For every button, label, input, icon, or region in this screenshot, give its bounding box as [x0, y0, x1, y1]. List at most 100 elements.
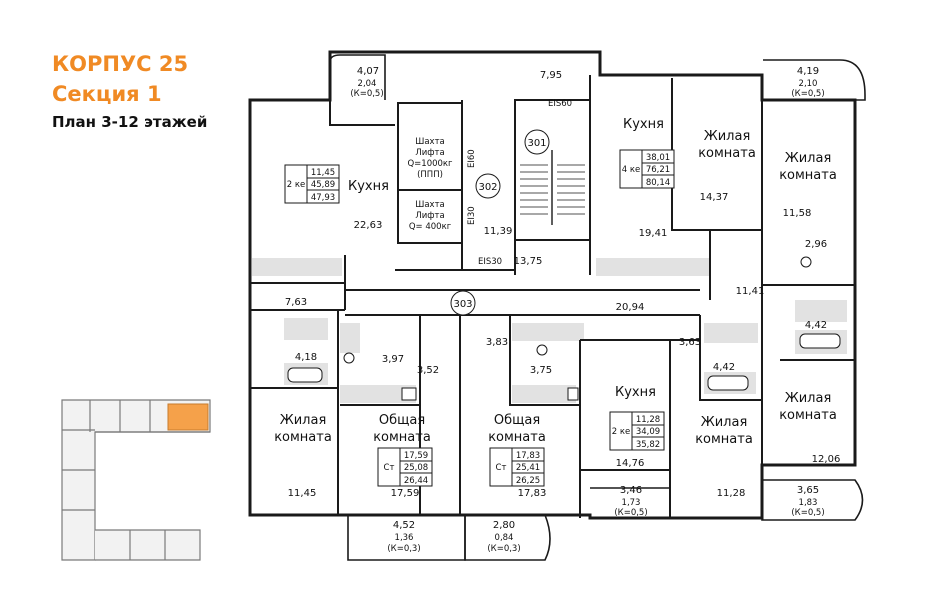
- area-a9: 14,37: [700, 192, 729, 203]
- balconies: [329, 54, 866, 561]
- area-a39: 1,73: [622, 498, 641, 508]
- apt5-type: 2 ке: [612, 427, 630, 437]
- area-a11: 2,96: [805, 239, 827, 250]
- room-living-tr1-l2: комната: [698, 146, 756, 161]
- apartment-boxes: [284, 149, 675, 487]
- apt1-type: 2 ке: [287, 180, 305, 190]
- apt3-full-area: 26,44: [404, 476, 428, 486]
- shaft-1-line4: (ППП): [417, 170, 443, 180]
- room-kitchen-center: Кухня: [623, 117, 664, 132]
- area-a6: 11,39: [484, 226, 513, 237]
- area-a10: 11,58: [783, 208, 812, 219]
- room-kitchen-left: Кухня: [348, 179, 389, 194]
- fire-rating-eis60: EIS60: [548, 99, 572, 109]
- area-a24: 3,63: [679, 337, 701, 348]
- shaft-1-line2: Лифта: [415, 148, 444, 158]
- room-areas: 4,07 2,04 (К=0,5) 7,95 22,63 11,39 13,75…: [285, 66, 840, 554]
- area-a5: 22,63: [354, 220, 383, 231]
- area-a20: 3,97: [382, 354, 404, 365]
- apt5-total-area: 34,09: [636, 427, 660, 437]
- shaft-2-line3: Q= 400кг: [409, 222, 452, 232]
- apt2-type: 4 ке: [622, 165, 640, 175]
- area-a16: 20,94: [616, 302, 645, 313]
- room-living-tr1-l1: Жилая: [704, 129, 751, 144]
- area-a22: 3,83: [486, 337, 508, 348]
- room-common1-l2: комната: [373, 430, 431, 445]
- apt1-full-area: 47,93: [311, 193, 335, 203]
- apt1-living-area: 11,45: [311, 168, 335, 178]
- shaft-2-line2: Лифта: [415, 211, 444, 221]
- area-a38: 3,46: [620, 485, 642, 496]
- tag-302: 302: [478, 182, 497, 193]
- apt4-total-area: 25,41: [516, 463, 540, 473]
- tag-301: 301: [527, 138, 546, 149]
- area-a2: 2,04: [358, 79, 377, 89]
- apt2-full-area: 80,14: [646, 178, 670, 188]
- area-a34: (К=0,3): [387, 544, 420, 554]
- room-common1-l1: Общая: [379, 413, 425, 428]
- room-living-br2-l2: комната: [779, 408, 837, 423]
- floor-plan-title: План 3-12 этажей: [52, 113, 208, 131]
- apt1-total-area: 45,89: [311, 180, 335, 190]
- apt4-living-area: 17,83: [516, 451, 540, 461]
- apt3-total-area: 25,08: [404, 463, 428, 473]
- area-a3: (К=0,5): [350, 89, 383, 99]
- area-a8: 19,41: [639, 228, 668, 239]
- area-a37: (К=0,3): [487, 544, 520, 554]
- apt5-living-area: 11,28: [636, 415, 660, 425]
- room-tags: [450, 129, 550, 316]
- walls: [248, 50, 857, 520]
- area-a28: 17,83: [518, 488, 547, 499]
- area-a35: 2,80: [493, 520, 515, 531]
- area-a33: 1,36: [395, 533, 414, 543]
- area-a14: (К=0,5): [791, 89, 824, 99]
- fire-rating-eis30: EIS30: [478, 257, 502, 267]
- fire-rating-ei30: EI30: [467, 206, 477, 225]
- room-living-br1-l1: Жилая: [701, 415, 748, 430]
- room-living-br1-l2: комната: [695, 432, 753, 447]
- shaft-1-line1: Шахта: [415, 137, 445, 147]
- area-a30: 11,28: [717, 488, 746, 499]
- apt2-living-area: 38,01: [646, 153, 670, 163]
- section-title: Секция 1: [52, 82, 162, 106]
- area-a4: 7,95: [540, 70, 562, 81]
- area-a26: 11,45: [288, 488, 317, 499]
- area-a15: 7,63: [285, 297, 307, 308]
- room-common2-l1: Общая: [494, 413, 540, 428]
- area-a36: 0,84: [495, 533, 514, 543]
- apt2-total-area: 76,21: [646, 165, 670, 175]
- apt4-type: Ст: [496, 463, 507, 473]
- apt3-living-area: 17,59: [404, 451, 428, 461]
- room-living-br2-l1: Жилая: [785, 391, 832, 406]
- bath-fixtures: [287, 256, 841, 401]
- area-a41: 3,65: [797, 485, 819, 496]
- area-a7: 13,75: [514, 256, 543, 267]
- stairs: [520, 150, 585, 225]
- apt5-full-area: 35,82: [636, 440, 660, 450]
- room-living-tr2-l1: Жилая: [785, 151, 832, 166]
- area-a31: 12,06: [812, 454, 841, 465]
- room-living-tr2-l2: комната: [779, 168, 837, 183]
- wet-zones: [252, 258, 847, 403]
- area-a19: 4,18: [295, 352, 317, 363]
- tag-303: 303: [453, 299, 472, 310]
- area-a43: (К=0,5): [791, 508, 824, 518]
- apt3-type: Ст: [384, 463, 395, 473]
- room-living-bl-l1: Жилая: [280, 413, 327, 428]
- key-plan-highlight: [167, 403, 209, 431]
- area-a17: 11,41: [736, 286, 765, 297]
- area-a29: 14,76: [616, 458, 645, 469]
- shaft-1-line3: Q=1000кг: [407, 159, 453, 169]
- area-a40: (К=0,5): [614, 508, 647, 518]
- area-a12: 4,19: [797, 66, 819, 77]
- building-title: КОРПУС 25: [52, 52, 189, 76]
- area-a27: 17,59: [391, 488, 420, 499]
- shaft-2-line1: Шахта: [415, 200, 445, 210]
- apt4-full-area: 26,25: [516, 476, 540, 486]
- room-common2-l2: комната: [488, 430, 546, 445]
- area-a18: 4,42: [805, 320, 827, 331]
- area-a23: 3,75: [530, 365, 552, 376]
- room-living-bl-l2: комната: [274, 430, 332, 445]
- area-a21: 3,52: [417, 365, 439, 376]
- area-a25: 4,42: [713, 362, 735, 373]
